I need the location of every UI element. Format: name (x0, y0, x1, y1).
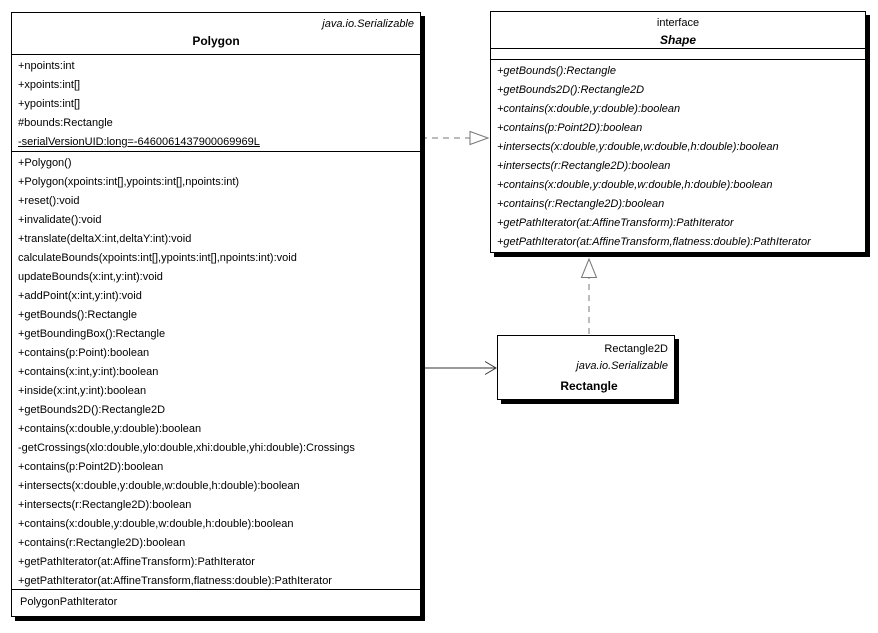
method-row: +contains(x:int,y:int):boolean (18, 366, 159, 378)
rectangle-class-name: Rectangle (560, 379, 618, 393)
field-row-static: -serialVersionUID:long=-6460061437900069… (18, 136, 260, 148)
abstract-method-row: +intersects(r:Rectangle2D):boolean (497, 160, 671, 172)
abstract-method-row: +contains(r:Rectangle2D):boolean (497, 198, 665, 210)
method-row: +intersects(x:double,y:double,w:double,h… (18, 480, 300, 492)
method-row: -getCrossings(xlo:double,ylo:double,xhi:… (18, 442, 355, 454)
method-row: +contains(x:double,y:double,w:double,h:d… (18, 518, 294, 530)
method-row: +getBounds():Rectangle (18, 309, 137, 321)
method-row: +inside(x:int,y:int):boolean (18, 385, 147, 397)
abstract-method-row: +contains(p:Point2D):boolean (497, 122, 643, 134)
shape-methods-compartment: +getBounds():Rectangle +getBounds2D():Rec… (491, 59, 865, 252)
method-row: +reset():void (18, 195, 80, 207)
abstract-method-row: +intersects(x:double,y:double,w:double,h… (497, 141, 779, 153)
association-arrow-polygon-rectangle (421, 361, 497, 375)
polygon-inner-class-compartment: PolygonPathIterator (12, 589, 420, 616)
method-row: +translate(deltaX:int,deltaY:int):void (18, 233, 192, 245)
field-row: +npoints:int (18, 60, 75, 72)
method-row: +getPathIterator(at:AffineTransform):Pat… (18, 556, 255, 568)
method-row: +contains(x:double,y:double):boolean (18, 423, 202, 435)
shape-fields-compartment (491, 48, 865, 59)
abstract-method-row: +getBounds():Rectangle (497, 65, 616, 77)
method-row: +intersects(r:Rectangle2D):boolean (18, 499, 192, 511)
method-row: +getBounds2D():Rectangle2D (18, 404, 166, 416)
method-row: +addPoint(x:int,y:int):void (18, 290, 142, 302)
method-row: +getBoundingBox():Rectangle (18, 328, 166, 340)
abstract-method-row: +contains(x:double,y:double):boolean (497, 103, 681, 115)
method-row: +contains(p:Point2D):boolean (18, 461, 164, 473)
rectangle-header: Rectangle2D java.io.Serializable Rectang… (498, 336, 674, 396)
class-box-polygon[interactable]: java.io.Serializable Polygon +npoints:in… (11, 12, 421, 617)
class-box-rectangle[interactable]: Rectangle2D java.io.Serializable Rectang… (497, 335, 675, 400)
polygon-fields-compartment: +npoints:int +xpoints:int[] +ypoints:int… (12, 54, 420, 151)
rectangle-superclass-label: Rectangle2D (604, 343, 668, 355)
method-row: +Polygon() (18, 157, 72, 169)
method-row: +invalidate():void (18, 214, 102, 226)
field-row: #bounds:Rectangle (18, 117, 113, 129)
abstract-method-row: +getPathIterator(at:AffineTransform,flat… (497, 236, 811, 248)
inner-class-label: PolygonPathIterator (20, 596, 118, 608)
polygon-header: java.io.Serializable Polygon (12, 13, 420, 54)
method-row: +getPathIterator(at:AffineTransform,flat… (18, 575, 332, 587)
polygon-implements-label: java.io.Serializable (322, 18, 414, 30)
field-row: +ypoints:int[] (18, 98, 81, 110)
polygon-class-name: Polygon (192, 34, 240, 48)
method-row: +Polygon(xpoints:int[],ypoints:int[],npo… (18, 176, 240, 188)
abstract-method-row: +getPathIterator(at:AffineTransform):Pat… (497, 217, 734, 229)
shape-interface-name: Shape (659, 33, 696, 47)
method-row: +contains(p:Point):boolean (18, 347, 150, 359)
rectangle-implements-label: java.io.Serializable (576, 360, 668, 372)
polygon-methods-compartment: +Polygon() +Polygon(xpoints:int[],ypoints… (12, 151, 420, 589)
interface-box-shape[interactable]: interface Shape +getBounds():Rectangle+g… (490, 11, 866, 253)
shape-header: interface Shape (491, 12, 865, 48)
method-row: +contains(r:Rectangle2D):boolean (18, 537, 186, 549)
method-row: updateBounds(x:int,y:int):void (18, 271, 163, 283)
abstract-method-row: +getBounds2D():Rectangle2D (497, 84, 645, 96)
field-row: +xpoints:int[] (18, 79, 81, 91)
method-row: calculateBounds(xpoints:int[],ypoints:in… (18, 252, 297, 264)
realization-arrow-rectangle-shape (580, 257, 598, 334)
shape-stereotype-label: interface (656, 17, 700, 29)
abstract-method-row: +contains(x:double,y:double,w:double,h:d… (497, 179, 773, 191)
realization-arrow-polygon-shape (421, 130, 490, 146)
